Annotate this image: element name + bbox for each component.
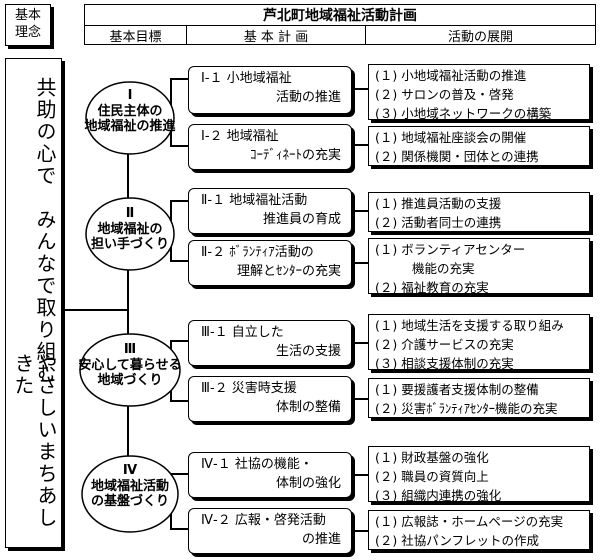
principle-header: 基本 理念 (5, 4, 51, 46)
activity-2-2-item-1-cont: 機能の充実 (412, 260, 475, 276)
goal-2-stub-a (170, 200, 189, 202)
activity-4-1-item-2: (２) 職員の資質向上 (375, 468, 489, 484)
activity-4-2-item-2: (２) 社協パンフレットの作成 (375, 532, 539, 548)
plan-2-2-line1: Ⅱ-２ ﾎﾞﾗﾝﾃｨｱ活動の (201, 245, 314, 260)
column-header-goal-text: 基本目標 (109, 29, 162, 45)
goal-4-act-link-a (352, 474, 368, 476)
plan-box-1-1: Ⅰ-１ 小地域福祉 活動の推進 (188, 66, 352, 114)
column-header-plan-text: 基 本 計 画 (243, 29, 309, 45)
plan-box-2-2: Ⅱ-２ ﾎﾞﾗﾝﾃｨｱ活動の 理解とｾﾝﾀｰの充実 (188, 240, 352, 286)
plan-2-2-line2: 理解とｾﾝﾀｰの充実 (236, 263, 341, 279)
goal-4-title: 地域福祉活動 の基盤づくり (90, 478, 169, 510)
goal-1-act-link-a (352, 88, 368, 90)
plan-2-1-line1: Ⅱ-１ 地域福祉活動 (201, 193, 308, 208)
goal-3: Ⅲ 安心して暮らせる 地域づくり (78, 342, 182, 389)
plan-box-3-2: Ⅲ-２ 災害時支援 体制の整備 (188, 376, 352, 422)
activity-4-1-item-1: (１) 財政基盤の強化 (375, 450, 489, 465)
plan-1-1-line2: 活動の推進 (275, 89, 341, 105)
goal-2-stub-b (170, 260, 189, 262)
goal-4-stub-b (170, 528, 189, 530)
activity-box-4-1: (１) 財政基盤の強化 (２) 職員の資質向上 (３) 組織内連携の強化 (368, 446, 590, 503)
goal-4: Ⅳ 地域福祉活動 の基盤づくり (80, 463, 180, 510)
goal-3-stub-b (170, 400, 189, 402)
activity-3-1-item-3: (３) 相談支援体制の充実 (375, 355, 514, 371)
goal-1-number: Ⅰ (127, 88, 133, 103)
goal-4-act-link-b (352, 530, 368, 532)
plan-box-4-1: Ⅳ-１ 社協の機能・ 体制の強化 (188, 452, 352, 498)
plan-1-1-line1: Ⅰ-１ 小地域福祉 (201, 71, 292, 86)
activity-1-2-item-2: (２) 関係機関・団体との連携 (375, 148, 539, 164)
column-header-activity-text: 活動の展開 (447, 29, 513, 45)
activity-1-1-item-3: (３) 小地域ネットワークの構築 (375, 105, 552, 121)
activity-box-2-1: (１) 推進員活動の支援 (２) 活動者同士の連携 (368, 192, 590, 232)
principle-line2: やさしいまちあしきた (11, 353, 58, 529)
goal-3-stub-a (170, 340, 189, 342)
principle-connector (62, 309, 128, 311)
plan-box-3-1: Ⅲ-１ 自立した 生活の支援 (188, 320, 352, 366)
activity-box-2-2: (１) ボランティアセンター 機能の充実 (２) 福祉教育の充実 (368, 238, 590, 295)
goal-2-act-link-b (352, 262, 368, 264)
activity-4-1-item-3: (３) 組織内連携の強化 (375, 487, 502, 503)
goal-3-act-link-b (352, 398, 368, 400)
plan-1-2-line2: ｺｰﾃﾞｨﾈｰﾄの充実 (249, 147, 341, 163)
activity-box-4-2: (１) 広報誌・ホームページの充実 (２) 社協パンフレットの作成 (368, 510, 590, 550)
column-header-plan: 基 本 計 画 (186, 25, 366, 45)
plan-4-2-line1: Ⅳ-２ 広報・啓発活動 (201, 513, 326, 528)
plan-3-2-line1: Ⅲ-２ 災害時支援 (201, 381, 297, 396)
plan-1-2-line1: Ⅰ-２ 地域福祉 (201, 129, 279, 144)
plan-box-2-1: Ⅱ-１ 地域福祉活動 推進員の育成 (188, 188, 352, 234)
activity-1-1-item-2: (２) サロンの普及・啓発 (375, 86, 514, 102)
plan-4-1-line1: Ⅳ-１ 社協の機能・ (201, 457, 313, 472)
goal-1-stub-b (170, 145, 189, 147)
activity-2-2-item-1: (１) ボランティアセンター (375, 242, 526, 257)
plan-box-4-2: Ⅳ-２ 広報・啓発活動 の推進 (188, 508, 352, 554)
goal-oval-2 (85, 197, 175, 271)
goal-1-stub-a (170, 78, 189, 80)
plan-2-1-line2: 推進員の育成 (262, 211, 341, 227)
activity-box-1-1: (１) 小地域福祉活動の推進 (２) サロンの普及・啓発 (３) 小地域ネットワ… (368, 64, 590, 121)
plan-title-text: 芦北町地域福祉活動計画 (263, 8, 417, 24)
activity-3-1-item-2: (２) 介護サービスの充実 (375, 336, 514, 352)
principle-line1: 共助の心で みんなで取り組む (33, 77, 57, 385)
goal-3-title: 安心して暮らせる 地域づくり (78, 357, 182, 389)
goal-2-title: 地域福祉の 担い手づくり (90, 221, 169, 253)
column-header-activity: 活動の展開 (365, 25, 596, 45)
activity-1-2-item-1: (１) 地域福祉座談会の開催 (375, 130, 527, 145)
column-header-goal: 基本目標 (84, 25, 187, 45)
plan-4-1-line2: 体制の強化 (275, 475, 341, 491)
goal-oval-3 (79, 333, 181, 407)
goal-2: Ⅱ 地域福祉の 担い手づくり (84, 206, 176, 253)
goal-4-stub-a (170, 473, 189, 475)
activity-3-2-item-2: (２) 災害ﾎﾞﾗﾝﾃｨｱｾﾝﾀｰ機能の充実 (375, 400, 558, 416)
plan-4-2-line2: の推進 (301, 531, 341, 547)
plan-3-2-line2: 体制の整備 (275, 399, 341, 415)
activity-box-3-1: (１) 地域生活を支援する取り組み (２) 介護サービスの充実 (３) 相談支援… (368, 314, 590, 371)
plan-title: 芦北町地域福祉活動計画 (84, 4, 596, 26)
plan-3-1-line2: 生活の支援 (275, 343, 341, 359)
activity-3-1-item-1: (１) 地域生活を支援する取り組み (375, 318, 564, 333)
principle-box: 共助の心で みんなで取り組む やさしいまちあしきた (5, 58, 62, 548)
goal-2-act-link-a (352, 210, 368, 212)
goal-1-title: 住民主体の 地域福祉の推進 (84, 103, 176, 135)
goal-oval-4 (81, 455, 179, 533)
goal-3-act-link-a (352, 342, 368, 344)
goal-1-act-link-b (352, 144, 368, 146)
activity-2-2-item-2: (２) 福祉教育の充実 (375, 279, 489, 295)
goal-oval-1 (85, 81, 175, 155)
activity-4-2-item-1: (１) 広報誌・ホームページの充実 (375, 514, 564, 529)
goal-1: Ⅰ 住民主体の 地域福祉の推進 (84, 88, 176, 135)
activity-box-1-2: (１) 地域福祉座談会の開催 (２) 関係機関・団体との連携 (368, 126, 590, 166)
activity-3-2-item-1: (１) 要援護者支援体制の整備 (375, 382, 539, 397)
activity-box-3-2: (１) 要援護者支援体制の整備 (２) 災害ﾎﾞﾗﾝﾃｨｱｾﾝﾀｰ機能の充実 (368, 378, 590, 418)
plan-3-1-line1: Ⅲ-１ 自立した (201, 325, 284, 340)
activity-2-1-item-1: (１) 推進員活動の支援 (375, 196, 502, 211)
goal-spine (127, 92, 129, 502)
activity-2-1-item-2: (２) 活動者同士の連携 (375, 214, 502, 230)
principle-header-label: 基本 理念 (14, 8, 41, 40)
goal-4-number: Ⅳ (122, 463, 138, 478)
plan-box-1-2: Ⅰ-２ 地域福祉 ｺｰﾃﾞｨﾈｰﾄの充実 (188, 124, 352, 170)
activity-1-1-item-1: (１) 小地域福祉活動の推進 (375, 68, 527, 83)
goal-2-number: Ⅱ (125, 206, 135, 221)
goal-3-number: Ⅲ (123, 342, 137, 357)
